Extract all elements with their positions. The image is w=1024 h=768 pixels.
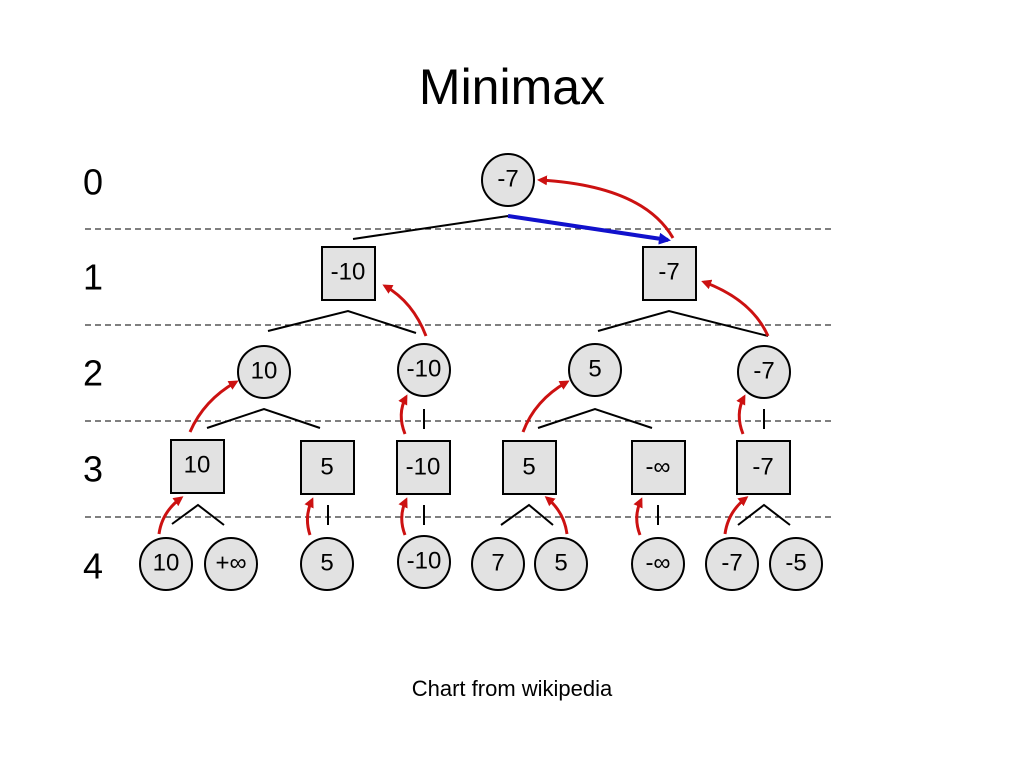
min-node-l3-e xyxy=(631,440,686,495)
value-propagation-arrows xyxy=(157,175,770,536)
leaf-node-h xyxy=(705,537,759,591)
node-value-l3-e: -∞ xyxy=(645,454,670,481)
node-value-l4-i: -5 xyxy=(785,550,806,577)
edge-l3-a xyxy=(171,503,225,526)
node-value-l4-f: 5 xyxy=(554,550,567,577)
arrow-to-l3-b xyxy=(304,497,314,536)
node-value-l4-b: +∞ xyxy=(215,550,246,577)
edge-l2-c xyxy=(537,407,653,429)
arrow-to-root xyxy=(537,175,675,239)
arrow-to-l2-d xyxy=(736,394,746,435)
leaf-node-c xyxy=(300,537,354,591)
best-move-arrow xyxy=(507,214,671,245)
level-label-1: 1 xyxy=(83,257,103,298)
node-value-l4-c: 5 xyxy=(320,550,333,577)
leaf-node-b xyxy=(204,537,258,591)
page-title: Minimax xyxy=(418,59,606,115)
arrow-to-l3-d xyxy=(544,496,569,535)
node-value-l3-f: -7 xyxy=(752,454,773,481)
node-value-l3-b: 5 xyxy=(320,454,333,481)
max-node-l2-b xyxy=(397,343,451,397)
node-value-l3-d: 5 xyxy=(522,454,535,481)
arrow-to-l2-c xyxy=(521,380,570,433)
node-value-l4-a: 10 xyxy=(153,550,180,577)
leaf-node-f xyxy=(534,537,588,591)
node-value-l1-left: -10 xyxy=(331,259,366,286)
edge-root xyxy=(352,215,509,240)
min-node-l3-b xyxy=(300,440,355,495)
min-node-l3-d xyxy=(502,440,557,495)
edge-l3-d xyxy=(500,503,554,526)
min-node-l1-left xyxy=(321,246,376,301)
edge-l1-left xyxy=(267,309,417,334)
node-value-l3-c: -10 xyxy=(406,454,441,481)
level-label-4: 4 xyxy=(83,546,103,587)
arrow-to-l1-left xyxy=(382,284,428,337)
node-value-l4-g: -∞ xyxy=(645,550,670,577)
max-node-l2-a xyxy=(237,345,291,399)
max-node-root xyxy=(481,153,535,207)
arrow-to-l2-b xyxy=(398,394,408,435)
node-value-root: -7 xyxy=(497,166,518,193)
arrow-to-l3-f xyxy=(723,496,749,535)
node-value-l4-e: 7 xyxy=(491,550,504,577)
max-node-l2-d xyxy=(737,345,791,399)
arrow-to-l1-right xyxy=(701,279,770,337)
min-node-l3-a xyxy=(170,439,225,494)
node-value-l2-b: -10 xyxy=(407,356,442,383)
node-value-l1-right: -7 xyxy=(658,259,679,286)
node-value-l3-a: 10 xyxy=(184,452,211,479)
min-node-l3-c xyxy=(396,440,451,495)
tree-edges xyxy=(171,215,791,526)
caption: Chart from wikipedia xyxy=(411,676,613,701)
edge-l1-right xyxy=(597,309,769,337)
arrow-to-l2-a xyxy=(188,380,239,433)
node-value-l4-d: -10 xyxy=(407,548,442,575)
node-value-l2-d: -7 xyxy=(753,358,774,385)
arrow-to-l3-a xyxy=(157,496,184,535)
node-value-l2-a: 10 xyxy=(251,358,278,385)
node-value-l2-c: 5 xyxy=(588,356,601,383)
node-value-l4-h: -7 xyxy=(721,550,742,577)
leaf-node-i xyxy=(769,537,823,591)
level-label-3: 3 xyxy=(83,449,103,490)
max-node-l2-c xyxy=(568,343,622,397)
level-label-0: 0 xyxy=(83,162,103,203)
arrow-to-l3-c xyxy=(398,497,408,536)
edge-l3-f xyxy=(737,503,791,526)
leaf-node-e xyxy=(471,537,525,591)
level-label-2: 2 xyxy=(83,353,103,394)
arrow-to-l3-e xyxy=(633,497,643,536)
leaf-node-a xyxy=(139,537,193,591)
edge-l2-a xyxy=(206,407,321,429)
min-node-l1-right xyxy=(642,246,697,301)
leaf-node-g xyxy=(631,537,685,591)
min-node-l3-f xyxy=(736,440,791,495)
leaf-node-d xyxy=(397,535,451,589)
